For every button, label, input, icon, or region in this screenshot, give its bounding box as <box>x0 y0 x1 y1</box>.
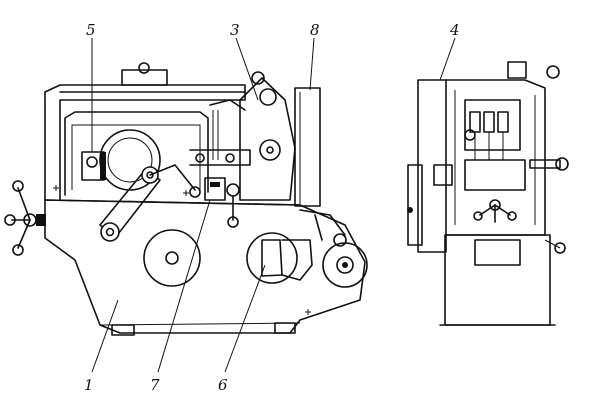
part-7-bracket <box>204 177 226 201</box>
part-4-cover <box>417 79 447 253</box>
top-handle <box>121 69 168 86</box>
callout-leaders <box>91 37 456 373</box>
front-view <box>4 62 368 336</box>
handwheel-side <box>473 199 517 223</box>
top-cover <box>44 84 246 201</box>
part-8-column <box>294 87 321 207</box>
inner-frame <box>64 111 209 196</box>
callout-6: 6 <box>218 376 228 394</box>
foot-left <box>111 324 135 336</box>
side-base <box>444 234 551 326</box>
callout-5: 5 <box>86 21 96 39</box>
lower-wheel <box>143 229 201 287</box>
callout-7: 7 <box>150 376 160 394</box>
part-3-arm <box>239 77 296 201</box>
callout-3: 3 <box>230 21 240 39</box>
part-6-ring <box>246 232 298 284</box>
callout-8: 8 <box>310 21 320 39</box>
foot-right <box>274 322 296 334</box>
callout-4: 4 <box>449 21 460 39</box>
side-view <box>407 61 569 326</box>
handwheel-left <box>4 180 46 256</box>
callout-1: 1 <box>84 376 94 394</box>
